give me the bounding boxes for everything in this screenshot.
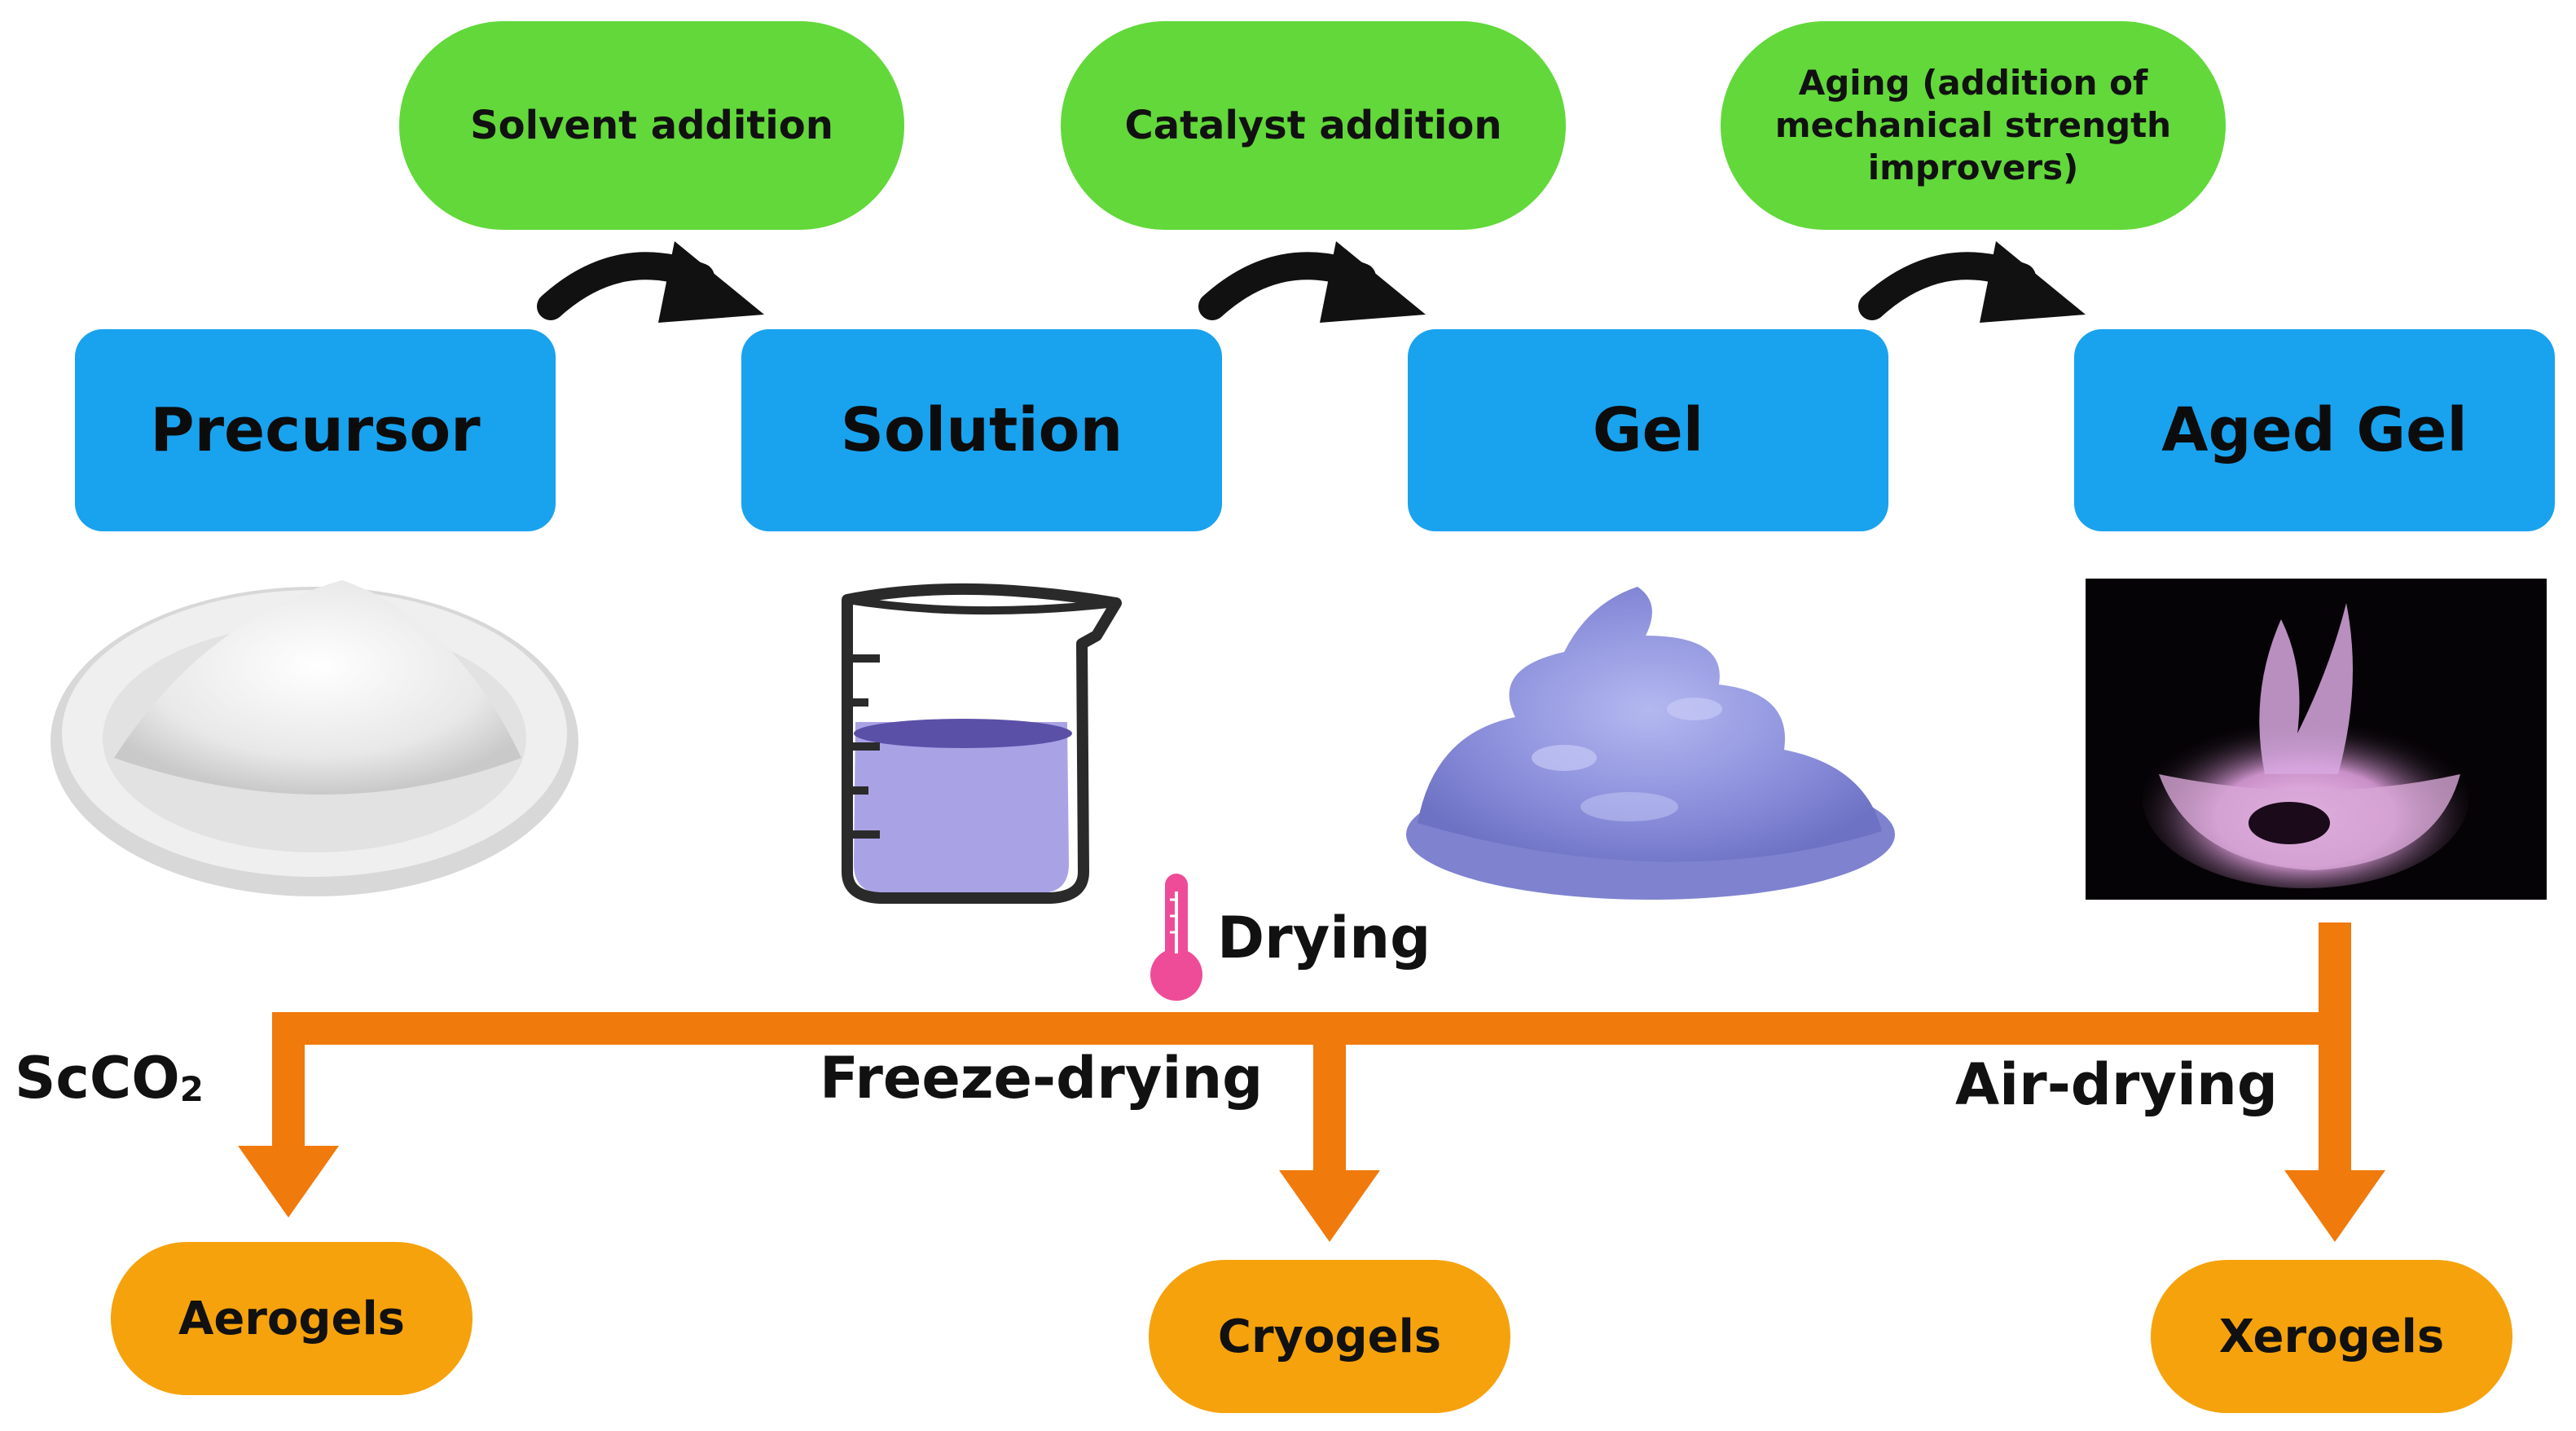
curved-arrow-icon	[1198, 241, 1426, 323]
state-precursor-label: Precursor	[150, 395, 481, 465]
aging-line-2: mechanical strength	[1774, 105, 2172, 145]
scco2-text: ScCO	[15, 1045, 180, 1112]
thermometer-icon	[1150, 874, 1202, 1001]
drying-label: Drying	[1217, 905, 1431, 971]
product-cryogels: Cryogels	[1149, 1260, 1510, 1413]
aging-step: Aging (addition of mechanical strength i…	[1721, 21, 2226, 230]
aged-gel-dish-image	[2086, 579, 2547, 900]
air-drying-method-label: Air-drying	[1955, 1051, 2278, 1118]
state-gel: Gel	[1408, 329, 1888, 531]
scco2-method-label: ScCO2	[15, 1045, 204, 1112]
freeze-drying-method-label: Freeze-drying	[820, 1045, 1264, 1112]
beaker-with-purple-liquid-icon	[842, 583, 1122, 904]
product-cryogels-label: Cryogels	[1217, 1310, 1442, 1363]
state-aged-gel-label: Aged Gel	[2161, 395, 2468, 465]
state-gel-label: Gel	[1592, 395, 1704, 465]
aging-line-1: Aging (addition of	[1798, 63, 2148, 103]
curved-arrow-icon	[537, 241, 764, 323]
solvent-addition-step: Solvent addition	[399, 21, 904, 230]
curved-arrow-icon	[1858, 241, 2086, 323]
state-solution-label: Solution	[840, 395, 1123, 465]
product-aerogels-label: Aerogels	[178, 1292, 405, 1345]
scco2-subscript: 2	[179, 1069, 204, 1110]
state-aged-gel: Aged Gel	[2074, 329, 2555, 531]
aging-line-3: improvers)	[1867, 148, 2079, 187]
purple-gel-blob-image	[1406, 587, 1895, 900]
state-precursor: Precursor	[75, 329, 556, 531]
aging-step-text: Aging (addition of mechanical strength i…	[1775, 62, 2171, 189]
product-xerogels-label: Xerogels	[2218, 1310, 2445, 1363]
solvent-addition-label: Solvent addition	[470, 103, 833, 148]
state-solution: Solution	[741, 329, 1222, 531]
catalyst-addition-label: Catalyst addition	[1124, 103, 1502, 148]
product-xerogels: Xerogels	[2151, 1260, 2512, 1413]
white-powder-plate-image	[51, 580, 578, 896]
drying-connector-lines	[238, 922, 2385, 1242]
product-aerogels: Aerogels	[111, 1242, 473, 1395]
catalyst-addition-step: Catalyst addition	[1061, 21, 1566, 230]
